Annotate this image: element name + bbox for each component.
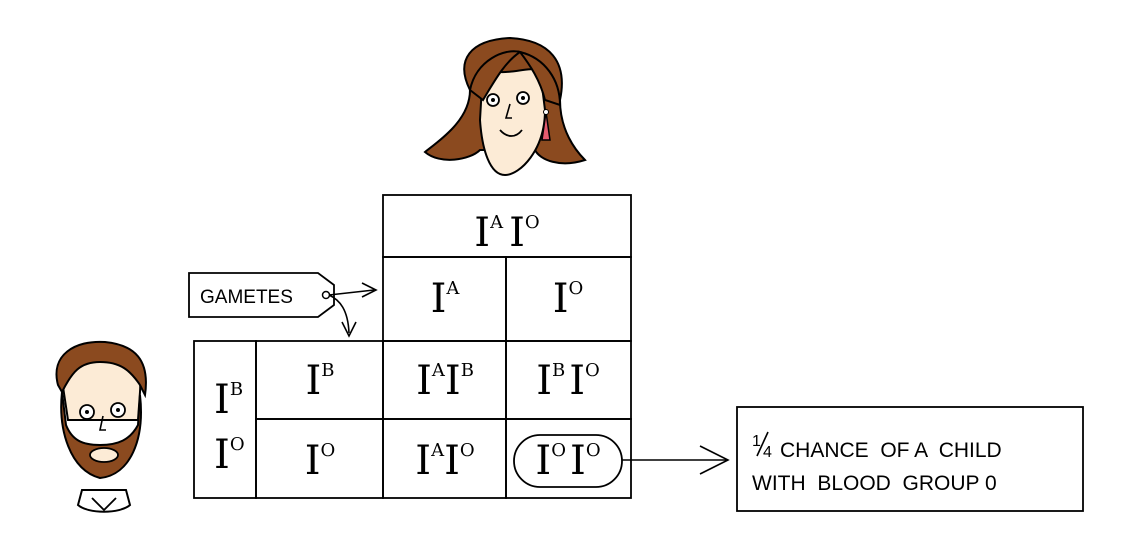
father-gamete-header-2: IO bbox=[214, 432, 245, 478]
highlight-ellipse bbox=[513, 434, 623, 488]
offspring-1-1: IAIB bbox=[416, 358, 474, 404]
left-gamete-2: IO bbox=[305, 438, 336, 484]
mother-header-cell bbox=[382, 194, 632, 258]
father-illustration bbox=[55, 340, 147, 513]
mother-illustration bbox=[423, 36, 587, 177]
left-gamete-1: IB bbox=[305, 358, 334, 404]
offspring-cell-2-2 bbox=[505, 418, 632, 499]
result-line-1: CHANCE OF A CHILD bbox=[780, 439, 1002, 462]
result-line-2: WITH BLOOD GROUP 0 bbox=[752, 472, 997, 495]
arrow-to-left-gametes bbox=[328, 294, 350, 334]
arrow-to-top-gametes bbox=[328, 289, 375, 296]
top-gamete-1: IA bbox=[431, 276, 461, 322]
gametes-tag-label: GAMETES bbox=[200, 287, 293, 308]
punnett-grid bbox=[193, 194, 632, 499]
result-arrow bbox=[622, 445, 730, 475]
result-box: 1 4 CHANCE OF A CHILD WITH BLOOD GROUP 0 bbox=[736, 406, 1084, 512]
fraction-denominator: 4 bbox=[763, 444, 772, 461]
top-gamete-2: IO bbox=[553, 276, 584, 322]
offspring-2-1: IAIO bbox=[415, 438, 474, 484]
gametes-tag: GAMETES bbox=[188, 272, 335, 318]
fraction-numerator: 1 bbox=[752, 433, 761, 450]
fraction-slash bbox=[756, 431, 769, 457]
gametes-arrows bbox=[328, 282, 378, 338]
father-gamete-header-1: IB bbox=[214, 377, 243, 423]
